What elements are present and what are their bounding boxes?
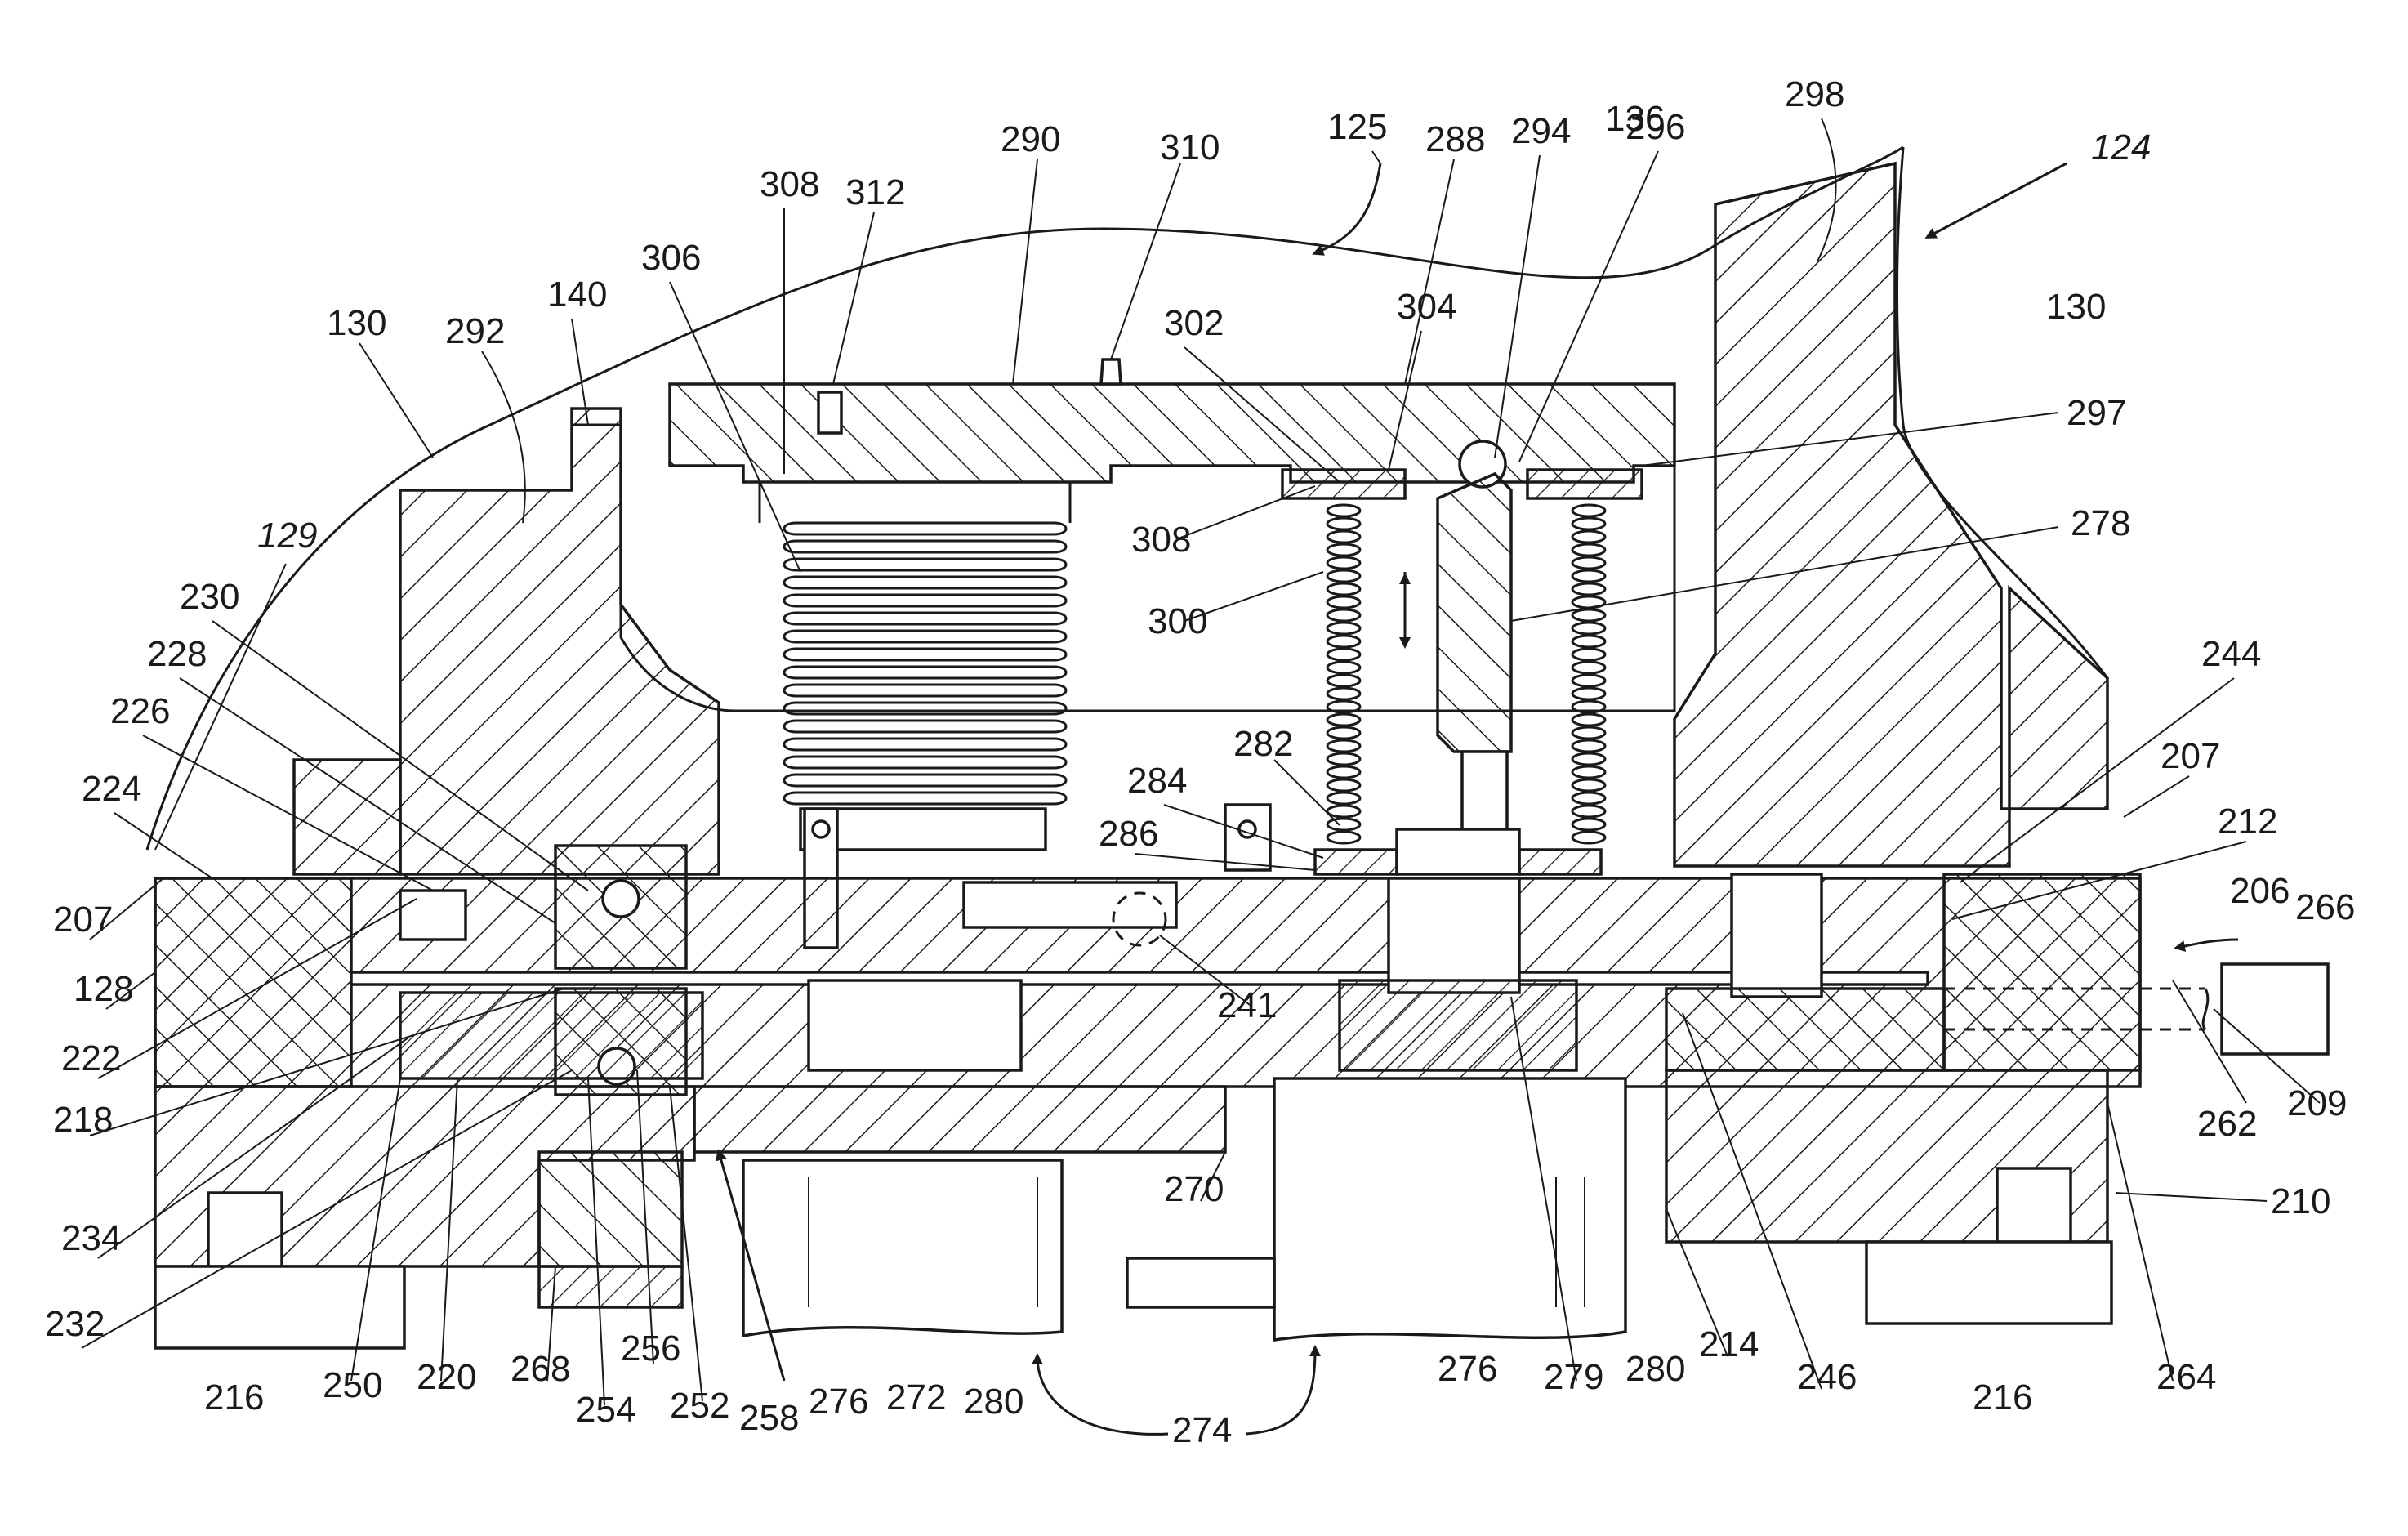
reference-label-262: 262 <box>2197 1104 2257 1144</box>
leader-line <box>833 212 874 384</box>
leader-line <box>359 343 433 458</box>
reference-label-308b: 308 <box>1131 520 1191 560</box>
reference-label-278: 278 <box>2071 503 2130 543</box>
reference-label-218: 218 <box>53 1100 113 1140</box>
reference-label-297: 297 <box>2067 393 2126 433</box>
leader-line <box>1013 159 1037 384</box>
foot-216-right <box>1866 1242 2111 1324</box>
reference-label-304: 304 <box>1397 287 1456 327</box>
reference-label-130a: 130 <box>327 303 386 343</box>
reference-label-128: 128 <box>74 969 133 1009</box>
reference-label-224: 224 <box>82 769 141 809</box>
reference-label-274: 274 <box>1172 1410 1232 1450</box>
reference-label-276b: 276 <box>1438 1349 1497 1389</box>
leader-line <box>2107 1103 2173 1381</box>
reference-label-279: 279 <box>1544 1357 1603 1397</box>
foot-216-left <box>155 1266 404 1348</box>
reference-label-286: 286 <box>1099 814 1158 854</box>
reference-label-254: 254 <box>576 1390 635 1430</box>
reference-label-282: 282 <box>1233 724 1293 764</box>
reference-label-288: 288 <box>1425 119 1485 159</box>
spring-300-right <box>1572 505 1605 843</box>
spring-300-left <box>1327 505 1360 843</box>
arrow-124 <box>1928 163 2067 237</box>
reference-label-270: 270 <box>1164 1169 1224 1209</box>
spring-seat-282 <box>1225 805 1601 874</box>
leader-line <box>114 813 212 878</box>
reference-label-220: 220 <box>417 1357 476 1397</box>
reference-label-264: 264 <box>2156 1357 2216 1397</box>
reference-label-302: 302 <box>1164 303 1224 343</box>
reference-label-241: 241 <box>1217 985 1277 1025</box>
reference-label-230: 230 <box>180 577 239 617</box>
rod-278 <box>1405 474 1511 833</box>
reference-label-140: 140 <box>547 275 607 315</box>
leader-line <box>1372 151 1380 163</box>
reference-label-308a: 308 <box>760 164 819 204</box>
reference-label-252: 252 <box>670 1386 729 1426</box>
reference-label-228: 228 <box>147 634 207 674</box>
reference-label-300: 300 <box>1148 601 1207 641</box>
reference-label-207a: 207 <box>53 900 113 940</box>
leader-line <box>2124 776 2189 817</box>
reference-label-276a: 276 <box>809 1382 868 1422</box>
reference-label-290: 290 <box>1001 119 1060 159</box>
arrow-274-left <box>1037 1356 1168 1434</box>
reference-label-212: 212 <box>2218 801 2277 842</box>
top-plate-290 <box>670 359 1674 498</box>
reference-label-250: 250 <box>323 1365 382 1405</box>
reference-label-266: 266 <box>2295 887 2355 927</box>
leader-line <box>1176 486 1315 539</box>
reference-label-312: 312 <box>845 172 905 212</box>
reference-label-130b: 130 <box>2046 287 2106 327</box>
reference-label-216a: 216 <box>204 1377 264 1418</box>
reference-label-298: 298 <box>1785 74 1844 114</box>
reference-label-294: 294 <box>1511 111 1571 151</box>
reference-label-306: 306 <box>641 238 701 278</box>
reference-label-284: 284 <box>1127 761 1187 801</box>
reference-label-280b: 280 <box>1625 1349 1685 1389</box>
reference-label-209: 209 <box>2287 1083 2347 1123</box>
reference-label-129: 129 <box>257 516 317 556</box>
reference-label-280a: 280 <box>964 1382 1023 1422</box>
reference-label-216b: 216 <box>1973 1377 2032 1418</box>
reference-label-272: 272 <box>886 1377 946 1418</box>
reference-label-258: 258 <box>739 1398 799 1438</box>
reference-label-296: 296 <box>1625 107 1685 147</box>
piston-276-right <box>1274 1078 1625 1340</box>
reference-label-244: 244 <box>2201 634 2261 674</box>
piston-link <box>1127 1258 1274 1307</box>
reference-label-210: 210 <box>2271 1181 2330 1221</box>
arrow-206 <box>2177 940 2238 948</box>
reference-label-268: 268 <box>511 1349 570 1389</box>
reference-label-256: 256 <box>621 1328 680 1369</box>
reference-label-207b: 207 <box>2161 736 2220 776</box>
reference-label-125: 125 <box>1327 107 1387 147</box>
reference-label-310: 310 <box>1160 127 1220 167</box>
arrow-274-right <box>1246 1348 1315 1434</box>
reference-label-226: 226 <box>110 691 170 731</box>
reference-label-214: 214 <box>1699 1324 1759 1364</box>
reference-label-292: 292 <box>445 311 505 351</box>
reference-label-246: 246 <box>1797 1357 1857 1397</box>
reference-label-222: 222 <box>61 1038 121 1078</box>
leader-line <box>2116 1193 2267 1201</box>
reference-label-124: 124 <box>2091 127 2151 167</box>
reference-label-206: 206 <box>2230 871 2290 911</box>
arrow-125 <box>1315 163 1380 253</box>
leader-line <box>1405 159 1454 384</box>
piston-276-left <box>743 1160 1062 1336</box>
reference-label-232: 232 <box>45 1304 105 1344</box>
reference-label-234: 234 <box>61 1218 121 1258</box>
